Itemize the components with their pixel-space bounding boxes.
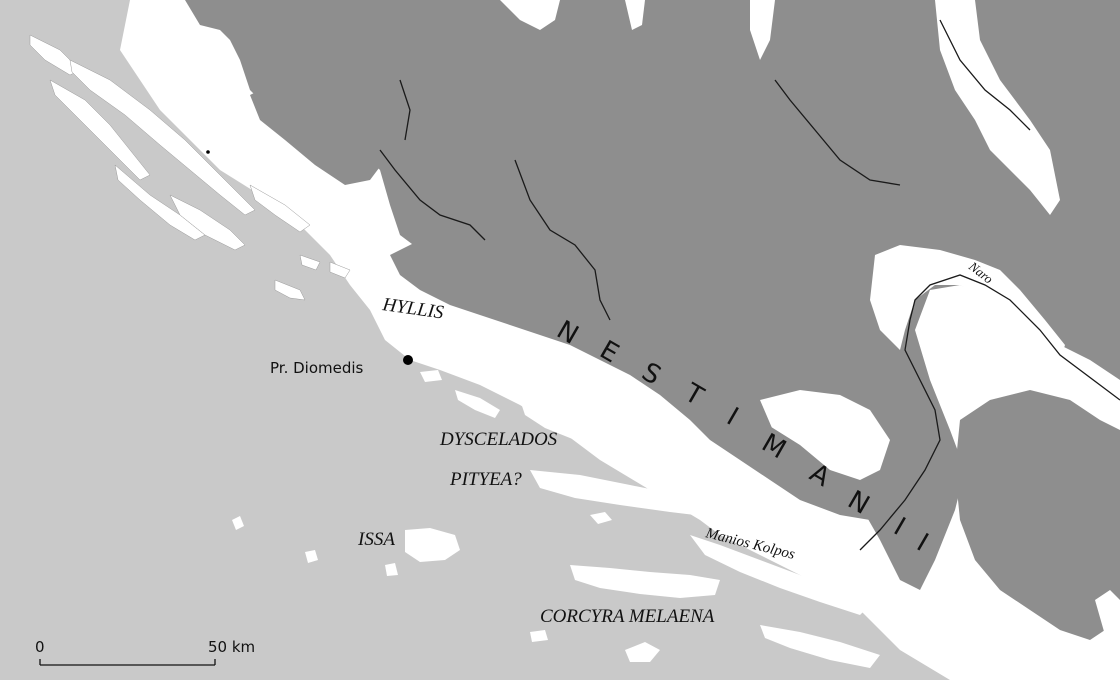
island-chain-northwest [29, 34, 351, 301]
island-small-1 [232, 516, 244, 530]
highland-east-peninsula [955, 390, 1120, 640]
highland-northwest [250, 80, 390, 185]
highland-coastal-ridge [390, 235, 880, 520]
label-issa: ISSA [357, 529, 395, 550]
island-small-5 [590, 512, 612, 524]
small-settlement-dot [206, 150, 210, 154]
island-small-6 [420, 370, 442, 382]
island-long-south [690, 535, 870, 615]
river-west [379, 149, 486, 241]
rivers [379, 19, 1120, 551]
island-small-7 [460, 350, 500, 362]
island-south-east [760, 625, 880, 668]
island-small-2 [305, 550, 318, 563]
label-pr-diomedis: Pr. Diomedis [270, 359, 364, 377]
lowland-inlet-n3 [625, 0, 645, 30]
island-dyscelados [520, 398, 660, 450]
lowland-inlet-north [500, 0, 560, 30]
river-north [774, 79, 901, 186]
island-corcyra-melaena [570, 565, 720, 598]
lowland-inlet-ne1 [750, 0, 775, 60]
island-issa [405, 528, 460, 562]
label-corcyra-melaena: CORCYRA MELAENA [540, 606, 715, 627]
island-small-4 [625, 642, 660, 662]
river-naro [909, 274, 1120, 401]
scale-end-label: 50 km [208, 638, 255, 656]
label-dyscelados: DYSCELADOS [439, 429, 558, 450]
island-small-dyscelados-w [455, 390, 500, 418]
scale-start-label: 0 [35, 638, 45, 656]
island-small-9 [1095, 590, 1120, 640]
island-small-8 [530, 630, 548, 642]
lowland-valley-naro [870, 245, 1065, 360]
lowland-inlet-ne2 [935, 0, 1060, 215]
scale-bar: 0 50 km [35, 638, 255, 666]
lowland-patch-central [760, 390, 890, 480]
island-small-3 [385, 563, 398, 576]
river-naro-lower [859, 319, 941, 551]
river-northeast [939, 19, 1031, 131]
label-pityea: PITYEA? [449, 469, 522, 490]
river-northwest [399, 79, 411, 141]
island-pityea [530, 470, 735, 518]
pr-diomedis-marker [403, 355, 413, 365]
river-central [514, 159, 611, 321]
